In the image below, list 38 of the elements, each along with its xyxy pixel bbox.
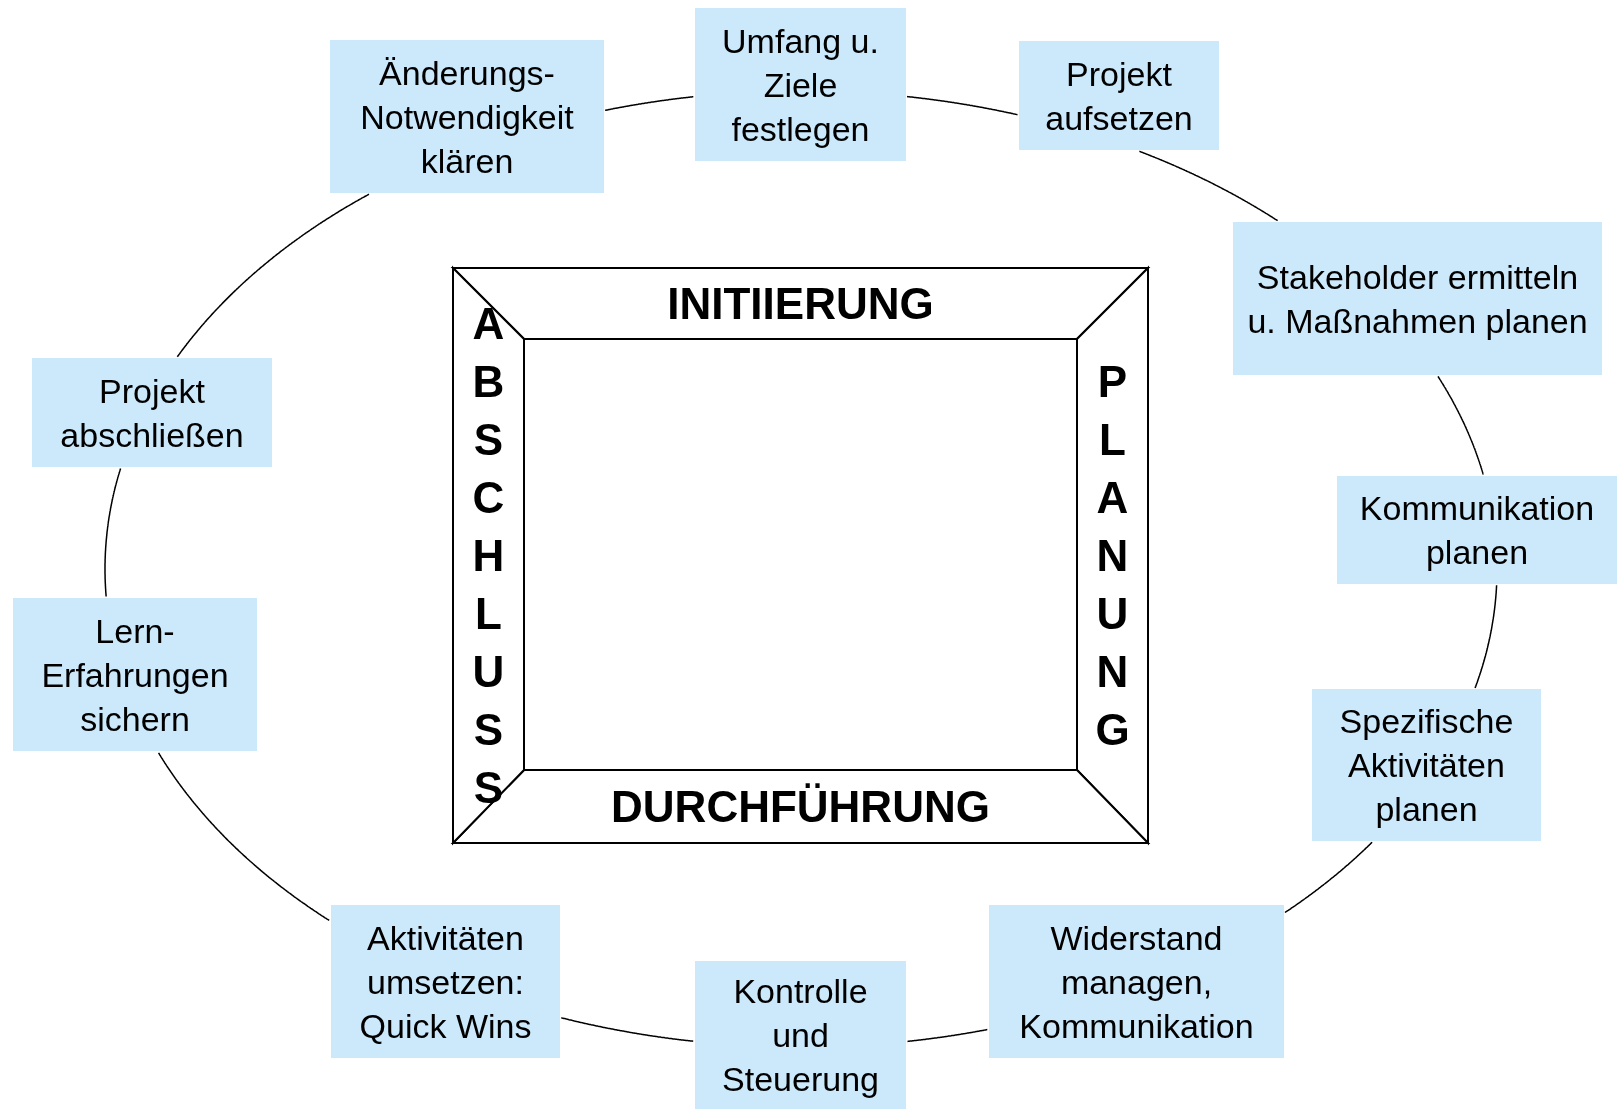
box-label: Kommunikation planen bbox=[1358, 488, 1596, 573]
process-box bbox=[1312, 689, 1541, 841]
connector-arc bbox=[1284, 841, 1373, 914]
connector-arc bbox=[906, 1028, 989, 1043]
connector-arc bbox=[906, 95, 1019, 116]
connector-arc bbox=[604, 96, 695, 112]
connector-arc bbox=[176, 193, 370, 358]
process-box bbox=[330, 40, 604, 193]
connector-arc bbox=[157, 752, 330, 922]
process-box bbox=[13, 598, 257, 751]
box-label: Änderungs-Notwendigkeit klären bbox=[359, 52, 575, 182]
box-label: Projekt abschließen bbox=[59, 370, 245, 456]
process-box bbox=[331, 905, 560, 1058]
phase-label: INITIIERUNG bbox=[667, 278, 934, 329]
phase-label: ABSCHLUSS bbox=[471, 297, 506, 814]
process-box bbox=[1233, 222, 1602, 375]
process-box bbox=[695, 961, 906, 1109]
box-label: Projekt aufsetzen bbox=[1044, 53, 1194, 139]
box-label: Aktivitäten umsetzen: Quick Wins bbox=[358, 917, 533, 1047]
box-label: Lern-Erfahrungen sichern bbox=[40, 610, 230, 740]
connector-arc bbox=[1437, 375, 1485, 476]
box-label: Umfang u. Ziele festlegen bbox=[721, 20, 880, 150]
phase-label: PLANUNG bbox=[1094, 355, 1131, 756]
connector-arc bbox=[104, 467, 122, 598]
bottom-bevel-band bbox=[453, 770, 1148, 843]
box-label: Kontrolle und Steuerung bbox=[721, 971, 880, 1100]
box-label: Stakeholder ermitteln u. Maßnahmen planen bbox=[1246, 256, 1589, 342]
phase-label: DURCHFÜHRUNG bbox=[611, 781, 990, 832]
box-label: Widerstand managen, Kommunikation bbox=[1018, 917, 1255, 1047]
process-box bbox=[989, 905, 1284, 1058]
connector-arc bbox=[560, 1017, 694, 1042]
process-box bbox=[1337, 476, 1617, 584]
process-box bbox=[32, 358, 272, 467]
connector-arc bbox=[1138, 150, 1279, 222]
box-label: Spezifische Aktivitäten planen bbox=[1338, 701, 1515, 830]
process-box bbox=[695, 8, 906, 161]
connector-arc bbox=[1474, 584, 1498, 689]
process-box bbox=[1019, 41, 1219, 150]
